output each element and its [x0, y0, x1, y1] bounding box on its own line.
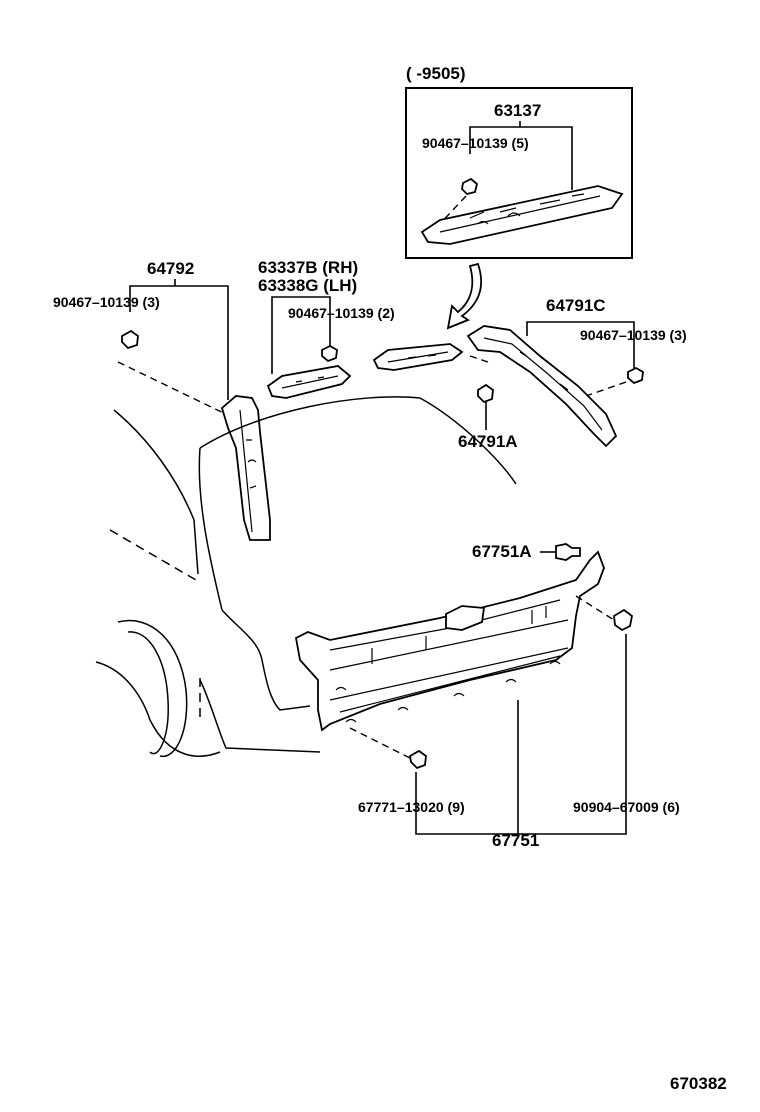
- label-64791c: 64791C: [546, 296, 606, 315]
- label-63137: 63137: [494, 101, 541, 120]
- clip-icon: [321, 344, 338, 363]
- label-90904: 90904–67009 (6): [573, 799, 680, 815]
- screw-icon: [555, 543, 581, 561]
- group-64791c: 64791C 90467–10139 (3): [466, 296, 687, 448]
- label-67751a: 67751A: [472, 542, 532, 561]
- group-64791a: 64791A: [458, 355, 518, 451]
- label-67771: 67771–13020 (9): [358, 799, 465, 815]
- label-6333x-clip: 90467–10139 (2): [288, 305, 395, 321]
- group-67751: 67771–13020 (9) 90904–67009 (6) 67751: [294, 550, 680, 850]
- label-63338g: 63338G (LH): [258, 276, 357, 295]
- clip-icon: [613, 608, 633, 632]
- group-63337b: 63337B (RH) 63338G (LH) 90467–10139 (2): [258, 258, 395, 399]
- label-64792: 64792: [147, 259, 194, 278]
- inset-trim-part: [420, 185, 624, 245]
- car-body-outline: [95, 396, 517, 757]
- clip-icon: [627, 366, 644, 385]
- group-67751a: 67751A: [472, 542, 581, 561]
- header-trim-64791c: [466, 325, 618, 448]
- clip-icon: [477, 383, 494, 404]
- group-64792: 64792 90467–10139 (3): [53, 259, 271, 541]
- handle-housing: [445, 605, 486, 631]
- arrow-icon: [446, 262, 483, 330]
- label-63137-clip: 90467–10139 (5): [422, 135, 529, 151]
- diagram-code: 670382: [670, 1074, 727, 1093]
- inset-box: ( -9505) 63137 90467–10139 (5): [405, 64, 633, 259]
- clip-icon: [121, 329, 139, 350]
- inset-range-label: ( -9505): [406, 64, 466, 83]
- label-67751: 67751: [492, 831, 539, 850]
- clip-icon: [461, 177, 479, 195]
- back-door-trim-67751: [294, 550, 605, 732]
- label-64792-clip: 90467–10139 (3): [53, 294, 160, 310]
- label-63337b: 63337B (RH): [258, 258, 358, 277]
- clip-icon: [409, 749, 427, 770]
- label-64791a: 64791A: [458, 432, 518, 451]
